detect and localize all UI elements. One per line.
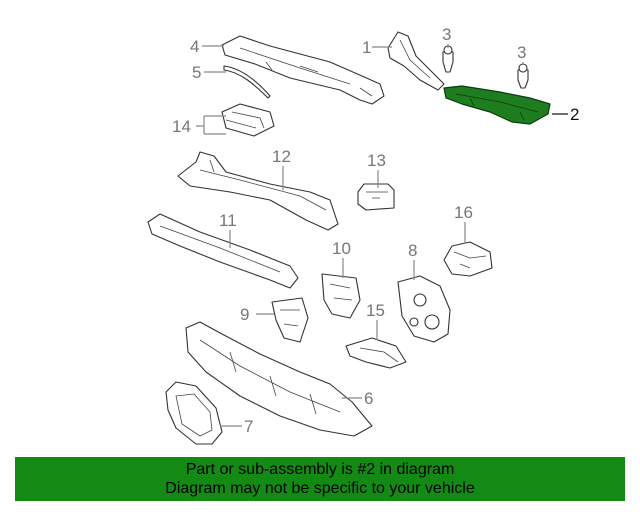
callout-9: 9	[240, 305, 249, 324]
callout-15: 15	[366, 301, 385, 320]
info-banner: Part or sub-assembly is #2 in diagram Di…	[15, 457, 625, 501]
leader-14	[196, 115, 226, 135]
callout-8: 8	[408, 241, 417, 260]
callout-6: 6	[364, 389, 373, 408]
callout-16: 16	[454, 203, 473, 222]
part-6-dash-panel[interactable]	[185, 321, 373, 437]
part-8-panel[interactable]	[397, 275, 451, 343]
part-4-cowl-panel[interactable]	[221, 35, 385, 105]
callout-4: 4	[190, 37, 199, 56]
callout-10: 10	[332, 239, 351, 258]
banner-line-1: Part or sub-assembly is #2 in diagram	[185, 461, 455, 478]
part-14-box[interactable]	[221, 103, 275, 137]
callout-1: 1	[362, 38, 371, 57]
callout-2: 2	[570, 105, 579, 124]
part-10-bracket[interactable]	[321, 273, 361, 319]
part-3-clip-right[interactable]	[517, 63, 529, 89]
callout-12: 12	[272, 147, 291, 166]
part-13-block[interactable]	[357, 183, 395, 211]
part-12-crossmember[interactable]	[177, 151, 339, 231]
part-1-bracket[interactable]	[387, 31, 445, 91]
banner-line-2: Diagram may not be specific to your vehi…	[165, 480, 475, 497]
callout-5: 5	[192, 63, 201, 82]
callout-3-left: 3	[442, 25, 451, 44]
part-5-rod[interactable]	[223, 65, 271, 99]
parts-diagram: 1 2 3 3 4 5 6 7 8 9 10 11 12 13 14 15 16	[147, 25, 579, 445]
callout-13: 13	[367, 151, 386, 170]
part-15-bracket[interactable]	[345, 337, 407, 369]
part-7-seal[interactable]	[165, 381, 223, 445]
part-11-bar[interactable]	[147, 213, 299, 289]
part-3-clip-left[interactable]	[442, 45, 454, 73]
callout-11: 11	[219, 211, 237, 230]
callout-14: 14	[172, 117, 191, 136]
callout-3-right: 3	[517, 43, 526, 62]
part-2-cowl-extension-highlighted[interactable]	[443, 85, 551, 125]
callout-7: 7	[244, 417, 253, 436]
part-16-bracket[interactable]	[443, 241, 493, 277]
part-9-bracket[interactable]	[271, 297, 309, 343]
